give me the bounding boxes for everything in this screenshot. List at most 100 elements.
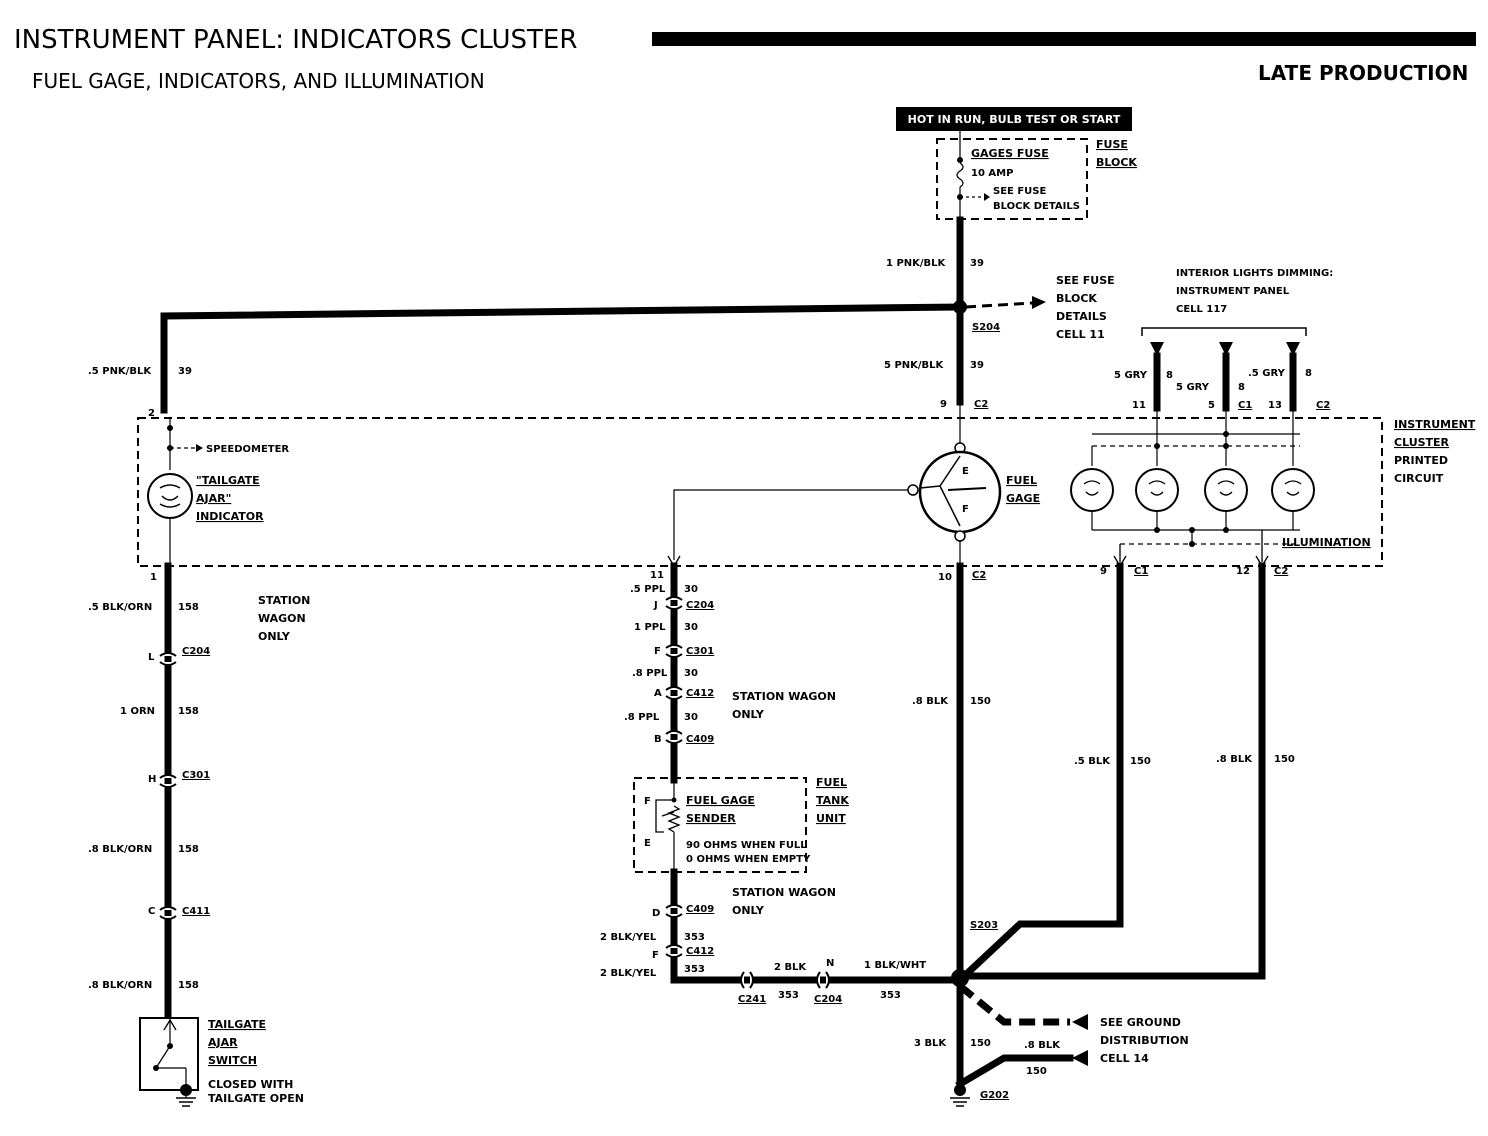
connector-c204-mid: C204 <box>686 600 714 611</box>
sender-label-2: SENDER <box>686 812 736 825</box>
fuel-tank-unit-box <box>633 777 807 873</box>
wire-pnk-blk-left <box>160 303 964 414</box>
pin-f-1: F <box>654 646 661 657</box>
connector-c2-top: C2 <box>974 399 988 410</box>
wire-label-3-blk: 3 BLK <box>914 1038 947 1049</box>
pin-j: J <box>653 600 658 611</box>
pin-12-bottom: 12 <box>1236 566 1250 577</box>
connector-c2-gage: C2 <box>972 570 986 581</box>
pin-11-bottom: 11 <box>650 570 664 581</box>
bottom-connector-marks <box>665 904 830 989</box>
arrow-right-icon <box>1032 296 1046 309</box>
tank-label-3: UNIT <box>816 812 846 825</box>
wire-ckt-30-a: 30 <box>684 584 698 595</box>
tailgate-indicator-1: "TAILGATE <box>196 474 260 487</box>
ground-g202-icon <box>950 1084 970 1107</box>
wire-label-08-blk-gnd: .8 BLK <box>1024 1040 1061 1051</box>
wire-ckt-8-a: 8 <box>1166 370 1173 381</box>
wire-ckt-150-b: 150 <box>1130 756 1151 767</box>
fuse-name: GAGES FUSE <box>971 147 1049 160</box>
connector-c409-bottom: C409 <box>686 904 714 915</box>
fuel-gage-label-1: FUEL <box>1006 474 1037 487</box>
illumination-lamps <box>1070 408 1315 568</box>
switch-label-2: AJAR <box>208 1036 238 1049</box>
wire-label-1-orn: 1 ORN <box>120 706 155 717</box>
wire-label-05-pnk-blk: .5 PNK/BLK <box>88 366 152 377</box>
sender-note-2: 0 OHMS WHEN EMPTY <box>686 854 811 865</box>
wire-ckt-150-e: 150 <box>1026 1066 1047 1077</box>
wire-label-1-blk-wht: 1 BLK/WHT <box>864 960 926 971</box>
pin-b: B <box>654 734 662 745</box>
pin-h: H <box>148 774 156 785</box>
switch-label-3: SWITCH <box>208 1054 257 1067</box>
gage-f-mark: F <box>962 504 969 515</box>
wire-label-08-blk-c2: .8 BLK <box>1216 754 1253 765</box>
wire-label-1-pnk-blk: 1 PNK/BLK <box>886 258 947 269</box>
pin-n: N <box>826 958 834 969</box>
hot-label-box <box>896 107 1132 131</box>
wire-label-gry-mid: 5 GRY <box>1176 382 1210 393</box>
connector-c1-bottom: C1 <box>1134 566 1148 577</box>
wire-label-08-blk-orn-a: .8 BLK/ORN <box>88 844 152 855</box>
switch-note-2: TAILGATE OPEN <box>208 1092 304 1105</box>
cluster-label-4: CIRCUIT <box>1394 472 1444 485</box>
arrow-left-icon-2 <box>1072 1050 1088 1066</box>
splice-s204-label: S204 <box>972 322 1000 333</box>
pin-13-top: 13 <box>1268 400 1282 411</box>
wire-ckt-150-a: 150 <box>970 696 991 707</box>
pin-2: 2 <box>148 408 155 419</box>
connector-c411: C411 <box>182 906 210 917</box>
connector-c204-bottom: C204 <box>814 994 842 1005</box>
ground-ref-3: CELL 14 <box>1100 1052 1149 1065</box>
hot-label: HOT IN RUN, BULB TEST OR START <box>908 113 1121 126</box>
production-label: LATE PRODUCTION <box>1258 61 1468 85</box>
wire-ckt-353-c: 353 <box>778 990 799 1001</box>
pin-l: L <box>148 652 155 663</box>
fuse-rating: 10 AMP <box>971 168 1013 179</box>
wire-ckt-353-a: 353 <box>684 932 705 943</box>
fuel-gage-label-2: GAGE <box>1006 492 1040 505</box>
dimming-feeds <box>1150 342 1300 412</box>
station-wagon-3: ONLY <box>258 630 291 643</box>
wire-ckt-150-c: 150 <box>1274 754 1295 765</box>
dimming-line-1: INTERIOR LIGHTS DIMMING: <box>1176 268 1333 279</box>
cluster-label-2: CLUSTER <box>1394 436 1450 449</box>
wire-ckt-158-b: 158 <box>178 706 199 717</box>
switch-label-1: TAILGATE <box>208 1018 266 1031</box>
connector-c301-left: C301 <box>182 770 210 781</box>
wire-label-2-blk-yel-b: 2 BLK/YEL <box>600 968 657 979</box>
page-title: INSTRUMENT PANEL: INDICATORS CLUSTER <box>14 25 577 55</box>
connector-c204-left: C204 <box>182 646 210 657</box>
s204-see-2: BLOCK <box>1056 292 1097 305</box>
pin-1: 1 <box>150 572 157 583</box>
wire-blk-08-ground <box>955 1054 1074 1089</box>
sw-bot-1: STATION WAGON <box>732 886 836 899</box>
wire-ckt-158-c: 158 <box>178 844 199 855</box>
wire-ckt-8-b: 8 <box>1238 382 1245 393</box>
left-connector-marks <box>159 652 177 920</box>
wire-ckt-8-c: 8 <box>1305 368 1312 379</box>
splice-s203-label: S203 <box>970 920 998 931</box>
wire-ckt-30-c: 30 <box>684 668 698 679</box>
sender-e-mark: E <box>644 838 651 849</box>
switch-note-1: CLOSED WITH <box>208 1078 293 1091</box>
connector-c2-bottom: C2 <box>1274 566 1288 577</box>
ground-ref-2: DISTRIBUTION <box>1100 1034 1189 1047</box>
wire-label-2-blk: 2 BLK <box>774 962 807 973</box>
wire-label-05-blk-orn: .5 BLK/ORN <box>88 602 152 613</box>
ground-g202-label: G202 <box>980 1090 1009 1101</box>
pin-9-top: 9 <box>940 399 947 410</box>
fuel-gage <box>667 402 1002 568</box>
dimming-bracket <box>1141 327 1307 336</box>
wire-blk-c1 <box>955 562 1124 985</box>
wire-label-08-ppl-b: .8 PPL <box>624 712 660 723</box>
dimming-line-2: INSTRUMENT PANEL <box>1176 286 1290 297</box>
wire-label-05-blk: .5 BLK <box>1074 756 1111 767</box>
s204-see-3: DETAILS <box>1056 310 1107 323</box>
wire-label-08-blk-orn-b: .8 BLK/ORN <box>88 980 152 991</box>
pin-a: A <box>654 688 662 699</box>
wire-ckt-39-a: 39 <box>970 258 984 269</box>
pin-f-2: F <box>652 950 659 961</box>
dimming-line-3: CELL 117 <box>1176 304 1227 315</box>
connector-c2-top-right: C2 <box>1316 400 1330 411</box>
